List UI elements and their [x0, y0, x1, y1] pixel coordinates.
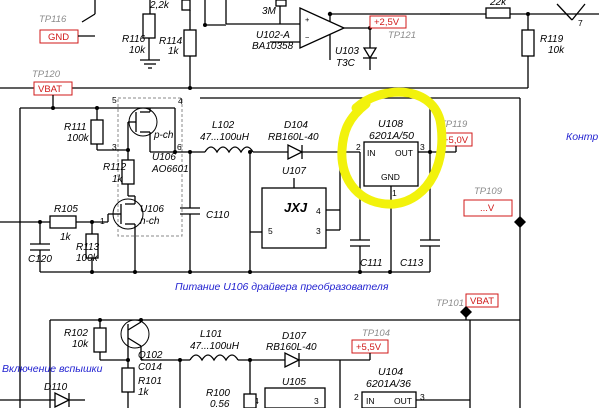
r111-label: R111: [64, 122, 86, 133]
d104-label: D104: [284, 120, 308, 131]
jxj-label: JXJ: [284, 200, 308, 215]
d110-label: D110: [44, 382, 68, 393]
caption-text: Питание U106 драйвера преобразователя: [175, 281, 389, 293]
r111-value: 100k: [67, 133, 90, 144]
u104-label: U104: [378, 366, 403, 378]
r101-value: 1k: [138, 387, 150, 398]
l102-value: 47...100uH: [200, 132, 250, 143]
r105-value: 1k: [60, 232, 72, 243]
u105-label: U105: [282, 377, 306, 388]
tp109-label: TP109: [474, 186, 503, 197]
u108-label: U108: [378, 118, 403, 130]
ao6601-label: AO6601: [151, 164, 189, 175]
r114-label: R114: [159, 36, 183, 47]
net-dotv: ...V: [480, 203, 495, 214]
vkl-label: Включение вспышки: [2, 363, 103, 375]
net-vbat-2: VBAT: [470, 296, 494, 307]
net-25v: +2,5V: [374, 17, 400, 28]
u108-out-label: OUT: [395, 148, 413, 158]
r116-value: 10k: [129, 45, 146, 56]
l101-value: 47...100uH: [190, 341, 240, 352]
pin4-label: 4: [178, 96, 183, 106]
tp119-label: TP119: [440, 119, 468, 130]
r102-value: 10k: [72, 339, 89, 350]
u108-in-label: IN: [367, 148, 376, 158]
pch-label: p-ch: [153, 130, 174, 141]
ba10358-label: BA10358: [252, 41, 294, 52]
net-55v: +5,5V: [356, 342, 382, 353]
l101-label: L101: [200, 329, 222, 340]
u102a-label: U102-A: [256, 30, 290, 41]
u106b-label: U106: [140, 204, 164, 215]
kontr-label: Контр: [566, 131, 598, 143]
c113-label: C113: [400, 258, 424, 269]
r119-label: R119: [540, 34, 564, 45]
net-50v: +5,0V: [443, 135, 469, 146]
u107-pin5-label: 5: [268, 226, 273, 236]
u105-pin3-label: 3: [314, 396, 319, 406]
r101-label: R101: [138, 376, 162, 387]
net-gnd: GND: [48, 32, 69, 43]
r113-value: 100k: [76, 253, 99, 264]
u106a-label: U106: [152, 152, 176, 163]
u103-label: U103: [335, 46, 359, 57]
d107-label: D107: [282, 331, 306, 342]
u104-pin3-label: 3: [420, 392, 425, 402]
c120-label: C120: [28, 254, 52, 265]
q102-label: Q102: [138, 350, 163, 361]
u104-pin2-label: 2: [354, 392, 359, 402]
tp116-label: TP116: [39, 14, 67, 25]
bottom-section: TP101 VBAT R102 10k Q102 C014 R101 1k: [0, 293, 520, 408]
r102-label: R102: [64, 328, 88, 339]
r100-value: 0.56: [210, 399, 230, 408]
nch-label: n-ch: [140, 216, 160, 227]
tp104-label: TP104: [362, 328, 390, 339]
d104-value: RB160L-40: [268, 132, 319, 143]
net-vbat-1: VBAT: [38, 84, 62, 95]
u108-pin2-label: 2: [356, 142, 361, 152]
pin6-label: 6: [177, 142, 182, 152]
c110-label: C110: [206, 210, 230, 221]
svg-text:−: −: [305, 33, 310, 42]
pin7-label: 7: [578, 18, 583, 28]
r22k-value: 22k: [489, 0, 507, 8]
c111-label: C111: [360, 258, 382, 269]
pin3-label: 3: [112, 142, 117, 152]
q102-value: C014: [138, 362, 162, 373]
middle-section: TP120 VBAT R111 100k 5 4 3 6 1 p-ch U106: [0, 69, 598, 408]
r112-value: 1k: [112, 174, 124, 185]
u108-gnd-label: GND: [381, 172, 400, 182]
tp121-label: TP121: [388, 30, 416, 41]
m3-label: 3M: [262, 6, 277, 17]
t3c-label: T3C: [336, 58, 356, 69]
tp120-label: TP120: [32, 69, 61, 80]
pin1-label: 1: [100, 216, 105, 226]
u107-label: U107: [282, 166, 306, 177]
r116-label: R116: [122, 34, 146, 45]
l102-label: L102: [212, 120, 235, 131]
r100-label: R100: [206, 388, 230, 399]
r119-value: 10k: [548, 45, 565, 56]
u104-in-label: IN: [366, 396, 375, 406]
u108-pin1-label: 1: [392, 188, 397, 198]
d107-value: RB160L-40: [266, 342, 317, 353]
u104-out-label: OUT: [394, 396, 412, 406]
u107-pin3-label: 3: [316, 226, 321, 236]
u107-pin4-label: 4: [316, 206, 321, 216]
svg-text:+: +: [305, 15, 310, 24]
tp101-label: TP101: [436, 298, 464, 309]
r114-value: 1k: [168, 46, 180, 57]
r105-label: R105: [54, 204, 78, 215]
u108-pin3-label: 3: [420, 142, 425, 152]
u104-value: 6201A/36: [366, 378, 411, 390]
r115-value: 2,2k: [149, 0, 170, 11]
r112-label: R112: [103, 162, 127, 173]
highlight-circle: [337, 87, 447, 209]
u108-value: 6201A/50: [369, 130, 414, 142]
r113-label: R113: [76, 242, 100, 253]
top-section: R116 10k 2,2k R114 1k + − 3M U102-A BA10…: [0, 0, 599, 90]
pin5-label: 5: [112, 95, 117, 105]
